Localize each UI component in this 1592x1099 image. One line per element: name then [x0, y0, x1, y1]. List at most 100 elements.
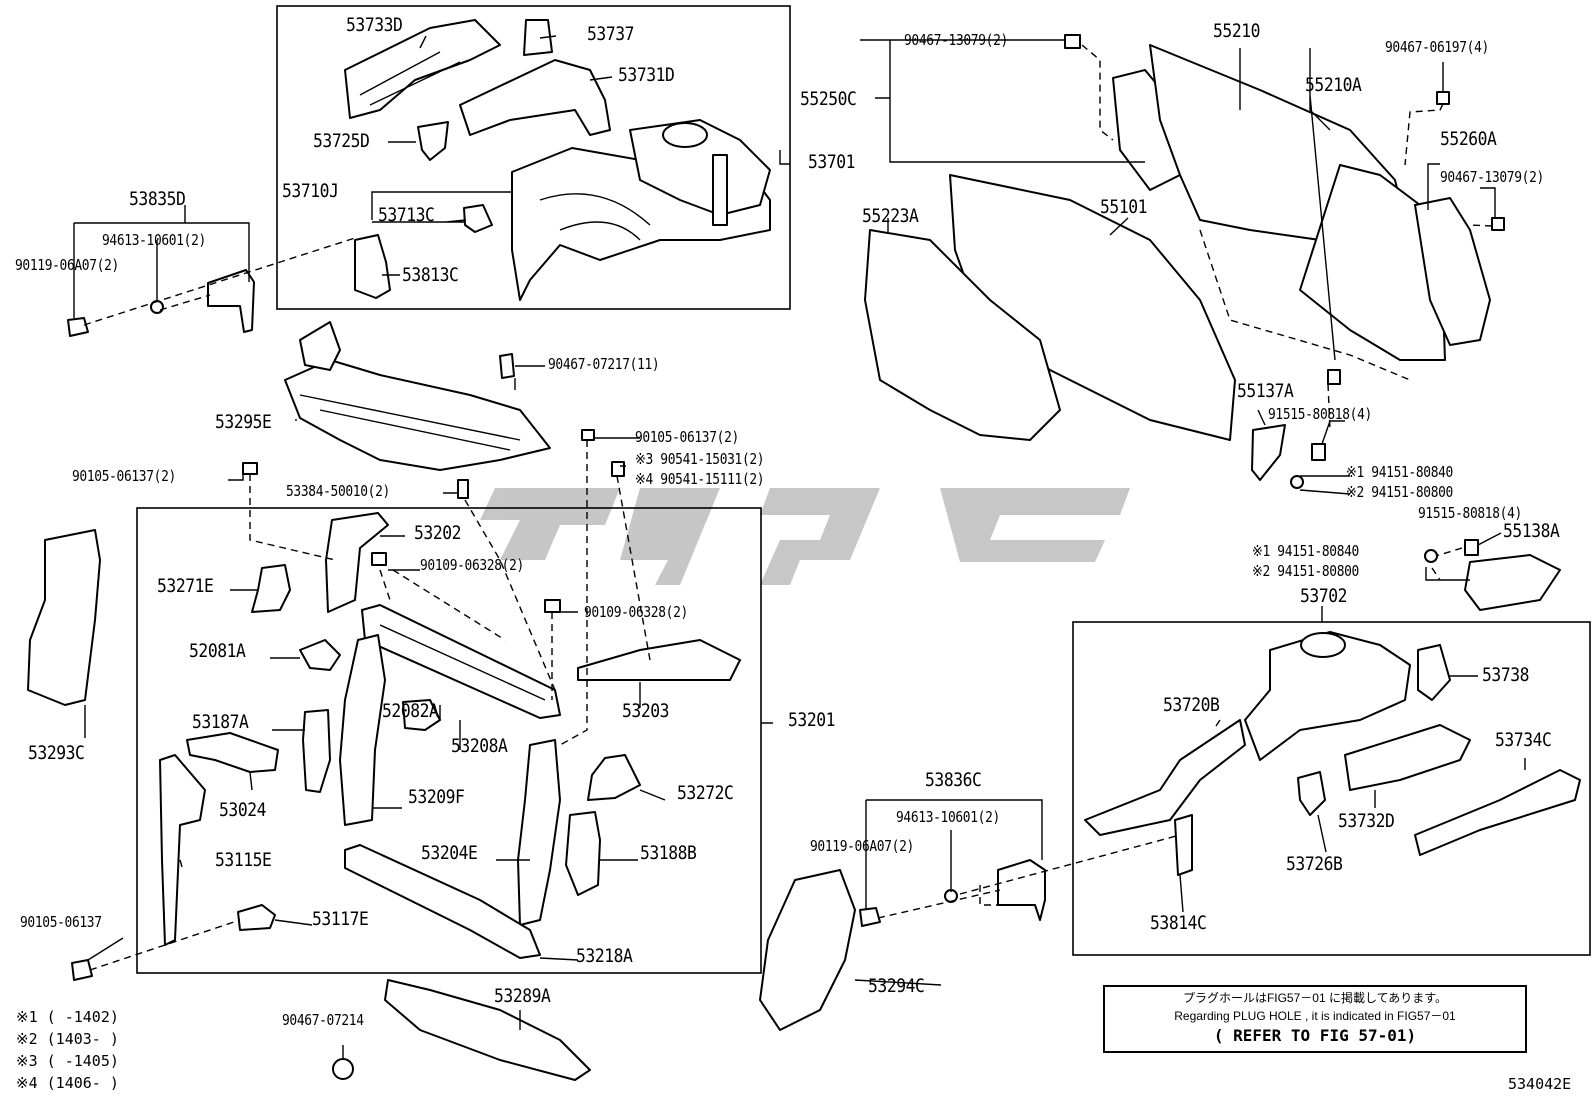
label-90467-07217: 90467-07217(11) — [548, 355, 660, 373]
part-53203 — [577, 639, 741, 681]
part-53726B — [1297, 771, 1326, 816]
label-53836C: 53836C — [925, 769, 982, 791]
label-52081A: 52081A — [189, 640, 246, 662]
part-55260A — [1414, 197, 1491, 346]
part-53734C — [1414, 769, 1581, 856]
label-90105-06137-b: 90105-06137(2) — [635, 428, 739, 446]
label-53813C: 53813C — [402, 264, 459, 286]
label-52082A: 52082A — [382, 700, 439, 722]
legend-line-1: ※1 ( -1402) — [16, 1008, 119, 1026]
label-53384-50010: 53384-50010(2) — [286, 482, 390, 500]
label-94613-10601-left: 94613-10601(2) — [102, 231, 206, 249]
label-53738: 53738 — [1482, 664, 1530, 686]
label-53835D: 53835D — [129, 188, 186, 210]
label-53732D: 53732D — [1338, 810, 1395, 832]
clip-90467-07214 — [332, 1058, 354, 1080]
clip-90467-13079-a — [1064, 34, 1081, 49]
watermark-logo — [480, 488, 1130, 585]
part-53732D — [1344, 724, 1471, 791]
part-53731D — [459, 59, 611, 136]
part-55210A — [1299, 164, 1446, 361]
dashed-alignment-lines — [83, 44, 1493, 971]
part-55137A — [1251, 424, 1286, 481]
bolt-90119-left — [67, 317, 89, 337]
part-53738 — [1417, 644, 1451, 701]
label-53203: 53203 — [622, 700, 670, 722]
part-53733D — [344, 19, 501, 119]
label-55260A: 55260A — [1440, 128, 1497, 150]
label-53725D: 53725D — [313, 130, 370, 152]
part-53737 — [523, 19, 553, 56]
part-53710J-apron — [511, 119, 771, 301]
label-55210A: 55210A — [1305, 74, 1362, 96]
label-53814C: 53814C — [1150, 912, 1207, 934]
plug-hole-note: プラグホールはFIG57－01 に掲載してあります。 Regarding PLU… — [1103, 985, 1527, 1053]
label-94151-80840-a: ※1 94151-80840 — [1346, 463, 1453, 481]
nut-94151-b — [1424, 549, 1438, 563]
legend-line-2: ※2 (1403- ) — [16, 1030, 119, 1048]
label-53208A: 53208A — [451, 735, 508, 757]
part-53289A — [384, 979, 591, 1081]
part-53204E — [517, 739, 561, 926]
part-52082A — [402, 699, 441, 731]
label-53720B: 53720B — [1163, 694, 1220, 716]
label-90541-15031: ※3 90541-15031(2) — [635, 450, 765, 468]
part-53814C — [1174, 814, 1193, 876]
part-53384-50010 — [457, 479, 469, 499]
label-53188B: 53188B — [640, 842, 697, 864]
bolt-90119-right — [859, 907, 881, 927]
group-box-53201 — [136, 507, 762, 974]
label-90541-15111: ※4 90541-15111(2) — [635, 470, 765, 488]
label-53731D: 53731D — [618, 64, 675, 86]
part-53725D — [417, 121, 449, 161]
part-53202 — [325, 512, 389, 613]
part-53720B — [1084, 719, 1246, 836]
label-53187A: 53187A — [192, 711, 249, 733]
label-53733D: 53733D — [346, 14, 403, 36]
label-53710J: 53710J — [282, 180, 339, 202]
part-53294C — [759, 869, 856, 1031]
legend-line-3: ※3 ( -1405) — [16, 1052, 119, 1070]
label-53218A: 53218A — [576, 945, 633, 967]
part-53209F — [339, 634, 386, 826]
label-55250C: 55250C — [800, 88, 857, 110]
label-53726B: 53726B — [1286, 853, 1343, 875]
label-90467-13079-b: 90467-13079(2) — [1440, 168, 1544, 186]
group-box-53702 — [1072, 621, 1591, 956]
label-53713C: 53713C — [378, 204, 435, 226]
bolt-90105-c — [71, 959, 93, 981]
label-94151-80840-b: ※1 94151-80840 — [1252, 542, 1359, 560]
part-55138A — [1464, 554, 1561, 611]
part-53115E — [159, 754, 206, 946]
label-53734C: 53734C — [1495, 729, 1552, 751]
label-53209F: 53209F — [408, 786, 465, 808]
part-53702-apron — [1244, 631, 1411, 761]
nut-94151-a — [1290, 475, 1304, 489]
label-94151-80800-b: ※2 94151-80800 — [1252, 562, 1359, 580]
part-53713C — [463, 204, 493, 233]
bolt-91515-b — [1464, 539, 1479, 556]
group-box-53701 — [276, 5, 791, 310]
part-53271E — [251, 564, 291, 613]
part-52081A — [299, 639, 341, 671]
note-line-english: Regarding PLUG HOLE , it is indicated in… — [1174, 1009, 1456, 1023]
label-90109-06328-a: 90109-06328(2) — [420, 556, 524, 574]
label-91515-80818-b: 91515-80818(4) — [1418, 504, 1522, 522]
note-line-japanese: プラグホールはFIG57－01 に掲載してあります。 — [1182, 991, 1448, 1005]
label-55223A: 55223A — [862, 205, 919, 227]
label-90109-06328-b: 90109-06328(2) — [584, 603, 688, 621]
label-90119-06A07-right: 90119-06A07(2) — [810, 837, 914, 855]
label-53289A: 53289A — [494, 985, 551, 1007]
label-90119-06A07-left: 90119-06A07(2) — [15, 256, 119, 274]
label-53204E: 53204E — [421, 842, 478, 864]
label-53201: 53201 — [788, 709, 836, 731]
part-53188B — [565, 811, 601, 896]
label-53702: 53702 — [1300, 585, 1348, 607]
label-53202: 53202 — [414, 522, 462, 544]
bolt-90105-b — [581, 429, 595, 441]
label-53271E: 53271E — [157, 575, 214, 597]
leader-lines — [73, 35, 1526, 1059]
part-53117E — [237, 904, 276, 931]
